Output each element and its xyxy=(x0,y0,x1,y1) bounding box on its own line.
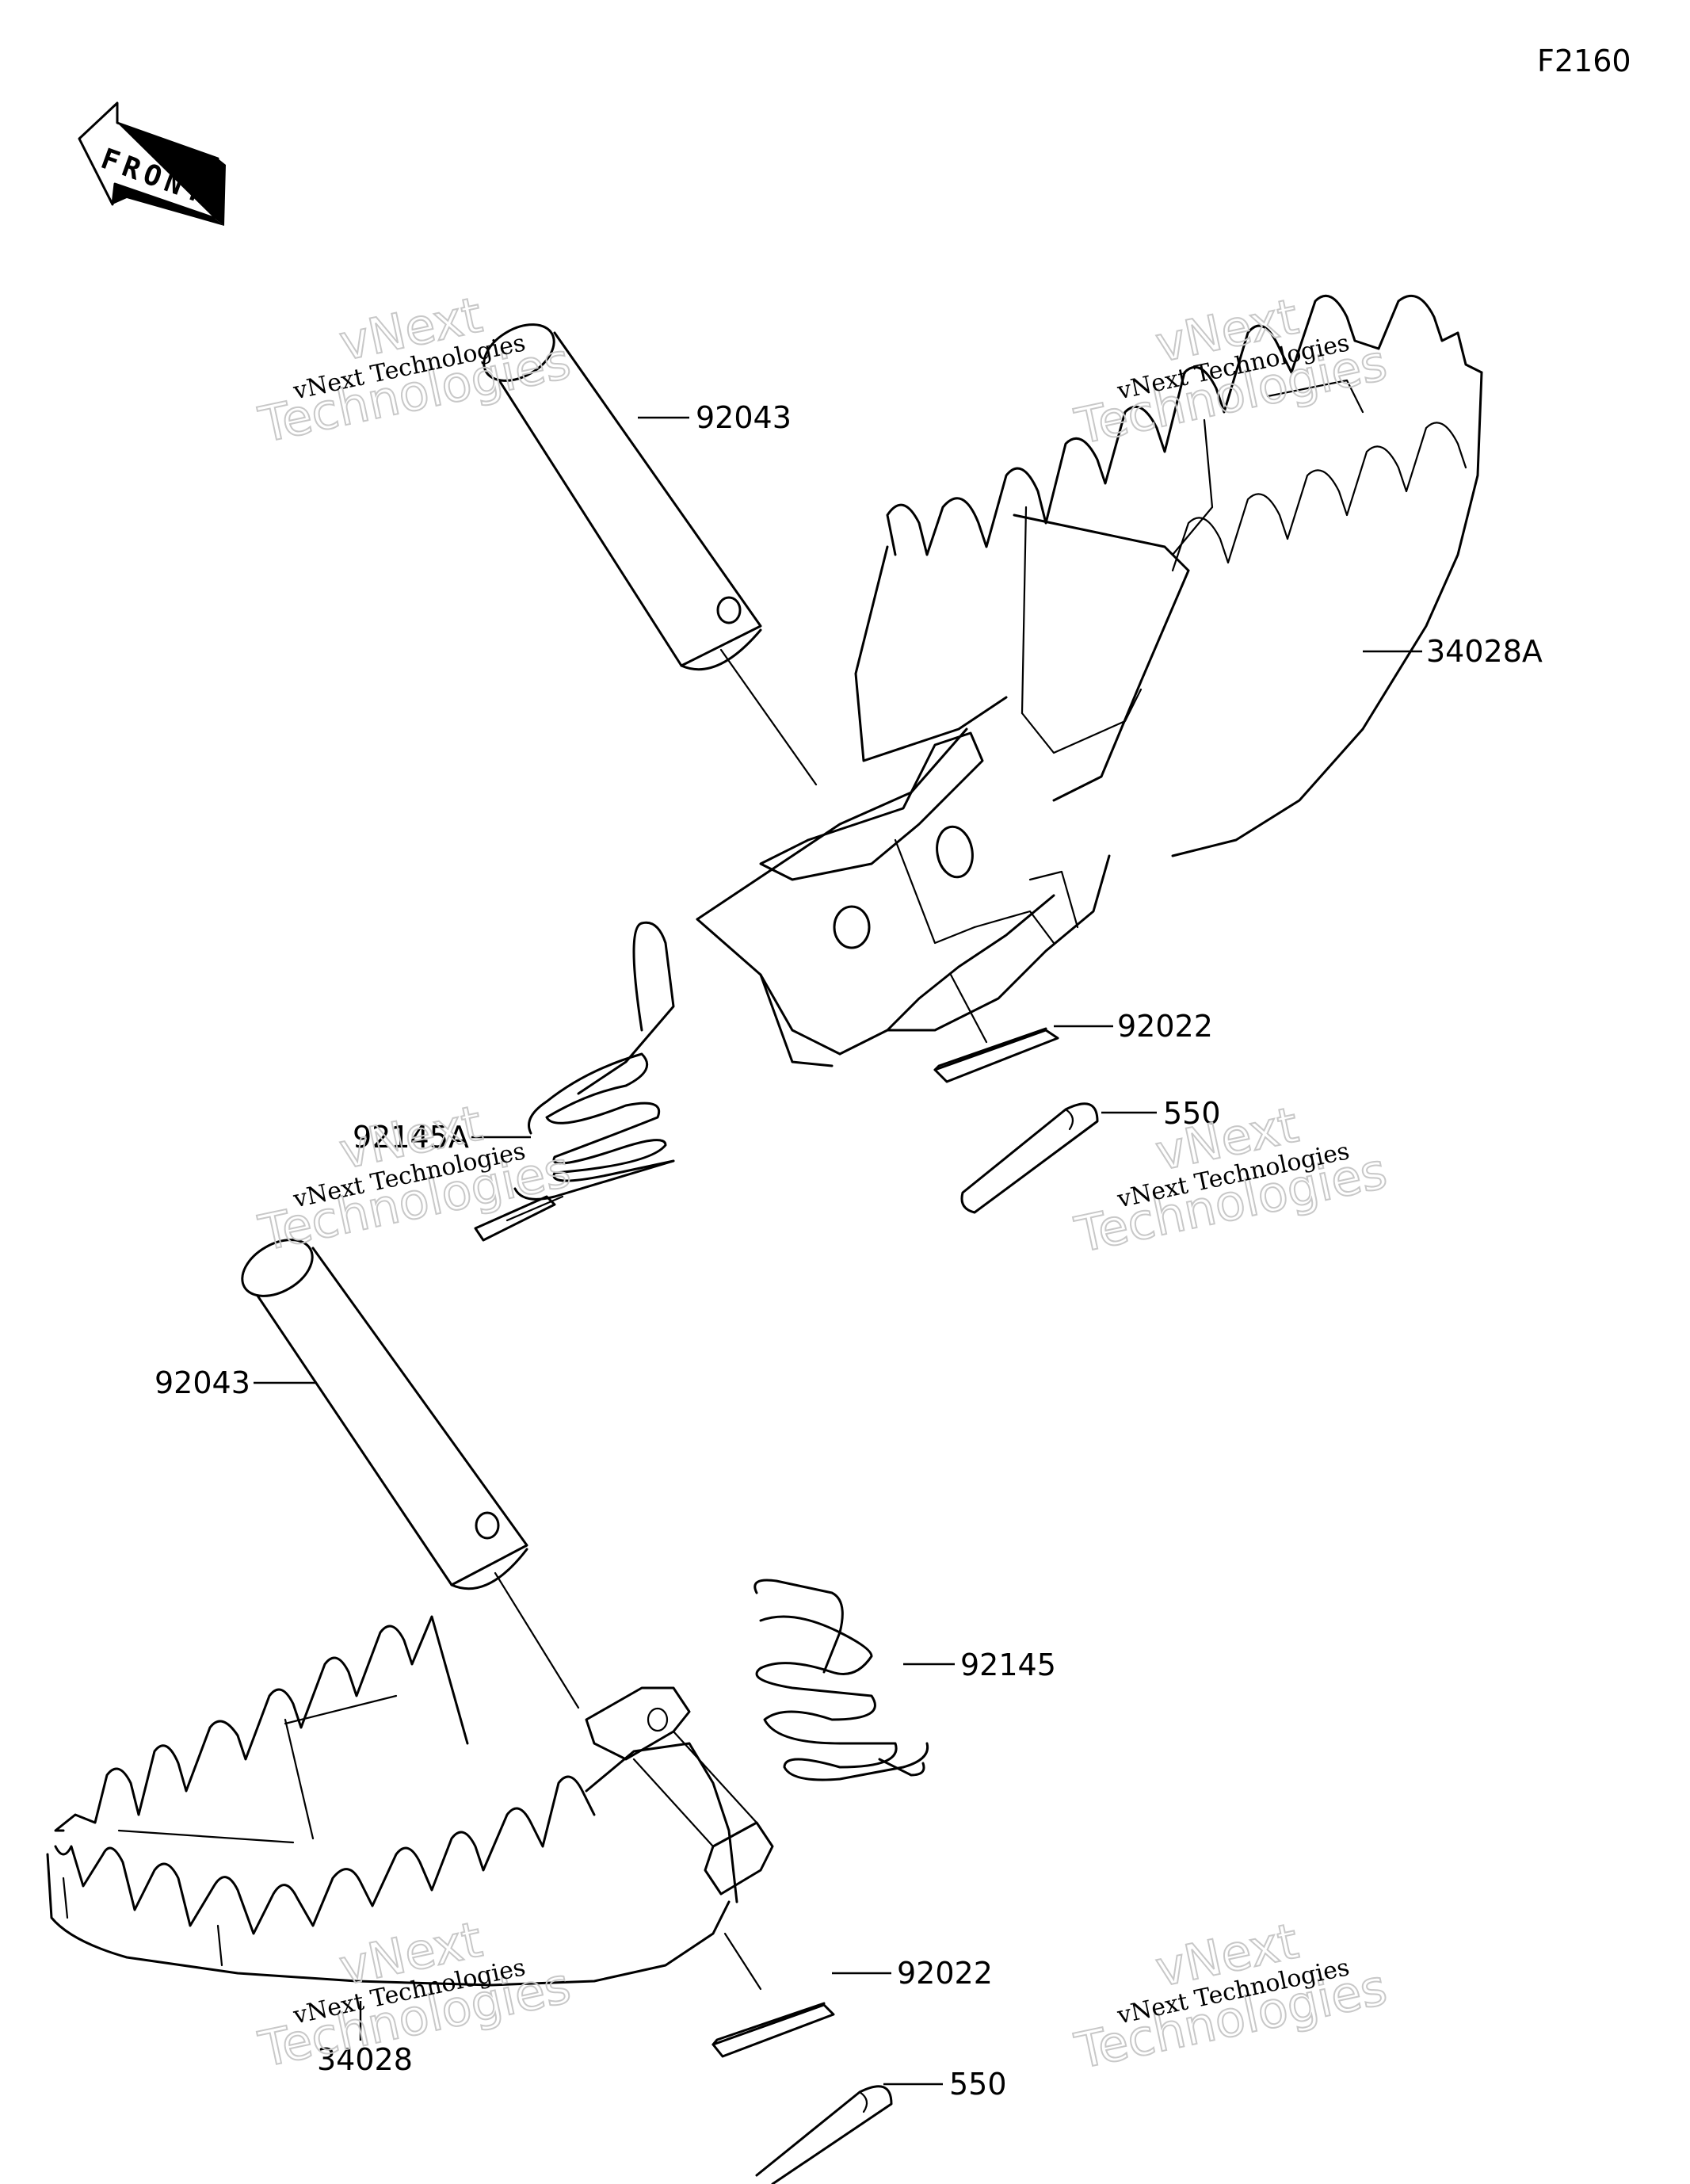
watermark-mid-left: vNext Technologies vNext Technologies xyxy=(253,1093,576,1262)
watermark-mid-right: vNext Technologies vNext Technologies xyxy=(1070,1094,1393,1264)
cotter-550-upper xyxy=(960,1102,1099,1214)
figure-code: F2160 xyxy=(1537,44,1631,78)
callout-cotter-lower: 550 xyxy=(949,2067,1007,2102)
callout-spring-upper: 92145A xyxy=(353,1120,469,1155)
spring-92145A xyxy=(474,921,675,1242)
washer-92022-lower xyxy=(711,2002,835,2058)
callout-washer-upper: 92022 xyxy=(1117,1009,1213,1044)
callout-spring-lower: 92145 xyxy=(960,1648,1056,1682)
washer-92022-upper xyxy=(933,1027,1059,1083)
spring-92145 xyxy=(753,1579,929,1781)
pin-92043-upper xyxy=(483,323,818,786)
cotter-550-lower xyxy=(755,2085,893,2184)
callout-footpeg-right: 34028A xyxy=(1426,634,1543,669)
front-arrow-icon: FRONT xyxy=(78,101,226,226)
footpeg-34028 xyxy=(46,1615,774,1991)
callout-pin-upper: 92043 xyxy=(696,400,792,435)
watermark-top-right: vNext Technologies vNext Technologies xyxy=(1070,286,1393,456)
footpeg-34028A xyxy=(696,294,1483,1067)
callout-leaders xyxy=(254,416,1422,2086)
callout-footpeg-left: 34028 xyxy=(317,2042,413,2077)
watermark-top-left: vNext Technologies vNext Technologies xyxy=(253,284,576,454)
callout-cotter-upper: 550 xyxy=(1163,1096,1221,1131)
pin-92043-lower xyxy=(241,1239,580,1709)
callout-washer-lower: 92022 xyxy=(897,1956,993,1991)
watermark-bottom-right: vNext Technologies vNext Technologies xyxy=(1070,1911,1393,2080)
callout-pin-lower: 92043 xyxy=(155,1365,250,1400)
